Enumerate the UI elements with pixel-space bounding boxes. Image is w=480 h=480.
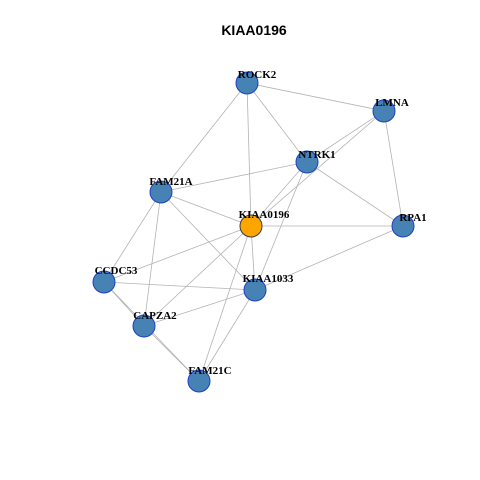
edge-rpa1-kiaa1033 xyxy=(254,225,404,291)
node-label-kiaa0196: KIAA0196 xyxy=(239,209,290,221)
node-kiaa1033[interactable] xyxy=(243,278,267,302)
edge-kiaa0196-capza2 xyxy=(143,225,252,327)
node-label-kiaa1033: KIAA1033 xyxy=(243,273,294,285)
node-layer xyxy=(92,71,415,393)
node-label-ccdc53: CCDC53 xyxy=(95,265,138,277)
edge-rock2-fam21a xyxy=(160,82,248,193)
node-fam21a[interactable] xyxy=(149,180,173,204)
node-lmna[interactable] xyxy=(372,99,396,123)
edge-capza2-fam21c xyxy=(143,325,200,382)
edge-fam21a-kiaa1033 xyxy=(160,191,256,291)
node-fam21c[interactable] xyxy=(187,369,211,393)
edge-ntrk1-fam21a xyxy=(160,161,308,193)
node-label-rpa1: RPA1 xyxy=(399,212,426,224)
node-rpa1[interactable] xyxy=(391,214,415,238)
node-label-lmna: LMNA xyxy=(375,97,409,109)
node-ccdc53[interactable] xyxy=(92,270,116,294)
node-label-capza2: CAPZA2 xyxy=(133,310,177,322)
edge-rock2-kiaa0196 xyxy=(246,82,252,227)
node-label-fam21c: FAM21C xyxy=(188,365,231,377)
edge-lmna-rpa1 xyxy=(383,110,404,227)
edge-ccdc53-kiaa1033 xyxy=(103,281,256,291)
edge-kiaa1033-capza2 xyxy=(143,289,256,327)
edge-kiaa0196-ccdc53 xyxy=(103,225,252,283)
node-kiaa0196[interactable] xyxy=(239,214,263,238)
node-rock2[interactable] xyxy=(235,71,259,95)
edge-ntrk1-rpa1 xyxy=(306,161,404,227)
edge-lmna-kiaa0196 xyxy=(250,110,385,227)
node-label-rock2: ROCK2 xyxy=(238,69,277,81)
edge-lmna-ntrk1 xyxy=(306,110,385,163)
edge-fam21a-capza2 xyxy=(143,191,162,327)
edge-ntrk1-kiaa0196 xyxy=(250,161,308,227)
edge-kiaa1033-fam21c xyxy=(198,289,256,382)
edge-fam21a-ccdc53 xyxy=(103,191,162,283)
node-capza2[interactable] xyxy=(132,314,156,338)
diagram-title: KIAA0196 xyxy=(221,22,287,38)
edge-fam21a-kiaa0196 xyxy=(160,191,252,227)
edge-rock2-lmna xyxy=(246,82,385,112)
node-ntrk1[interactable] xyxy=(295,150,319,174)
node-label-ntrk1: NTRK1 xyxy=(298,149,335,161)
edge-kiaa0196-fam21c xyxy=(198,225,252,382)
edge-rock2-ntrk1 xyxy=(246,82,308,163)
node-label-fam21a: FAM21A xyxy=(149,176,192,188)
